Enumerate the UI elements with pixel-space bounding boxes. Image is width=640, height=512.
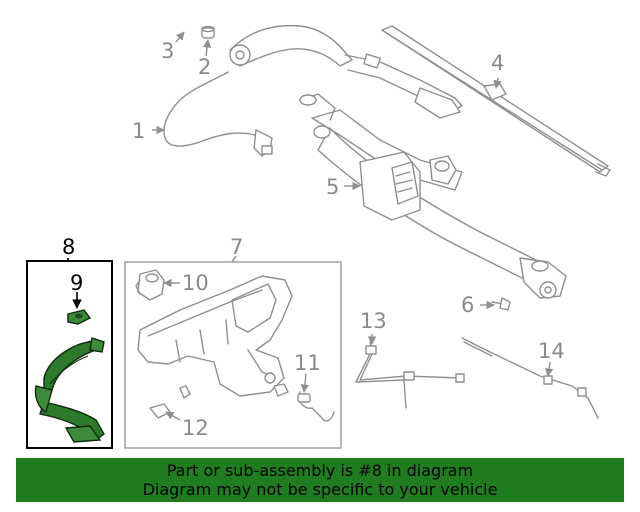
callout-13: 13 — [360, 309, 387, 333]
callout-8: 8 — [62, 235, 75, 259]
washer-reservoir — [137, 275, 293, 397]
group-8-box — [26, 260, 113, 449]
screw — [491, 297, 511, 311]
grommet — [149, 385, 191, 419]
callout-2: 2 — [198, 55, 211, 79]
callout-3: 3 — [161, 39, 174, 63]
callout-12: 12 — [182, 416, 209, 440]
group-7-box — [124, 261, 342, 449]
washer-pump — [135, 269, 165, 301]
wiper-arm — [229, 24, 463, 119]
nut-cap — [201, 25, 215, 39]
callout-5: 5 — [326, 175, 339, 199]
rear-washer-tube — [461, 337, 599, 419]
callout-11: 11 — [294, 351, 321, 375]
hose-clip — [67, 309, 92, 325]
callout-14: 14 — [538, 339, 565, 363]
highlighted-washer-hose — [34, 337, 105, 443]
washer-hose — [163, 71, 273, 157]
callout-1: 1 — [132, 119, 145, 143]
rear-washer-hose — [355, 341, 465, 409]
callout-9: 9 — [70, 271, 83, 295]
banner-line-2: Diagram may not be specific to your vehi… — [142, 480, 498, 499]
parts-diagram: 1 2 3 4 5 6 7 8 9 10 11 12 13 14 — [26, 24, 611, 449]
banner-line-1: Part or sub-assembly is #8 in diagram — [166, 461, 474, 480]
callout-10: 10 — [182, 271, 209, 295]
callout-7: 7 — [230, 235, 243, 259]
callout-4: 4 — [491, 51, 504, 75]
callout-6: 6 — [461, 293, 474, 317]
level-sensor — [273, 383, 335, 422]
info-banner: Part or sub-assembly is #8 in diagram Di… — [16, 458, 624, 502]
